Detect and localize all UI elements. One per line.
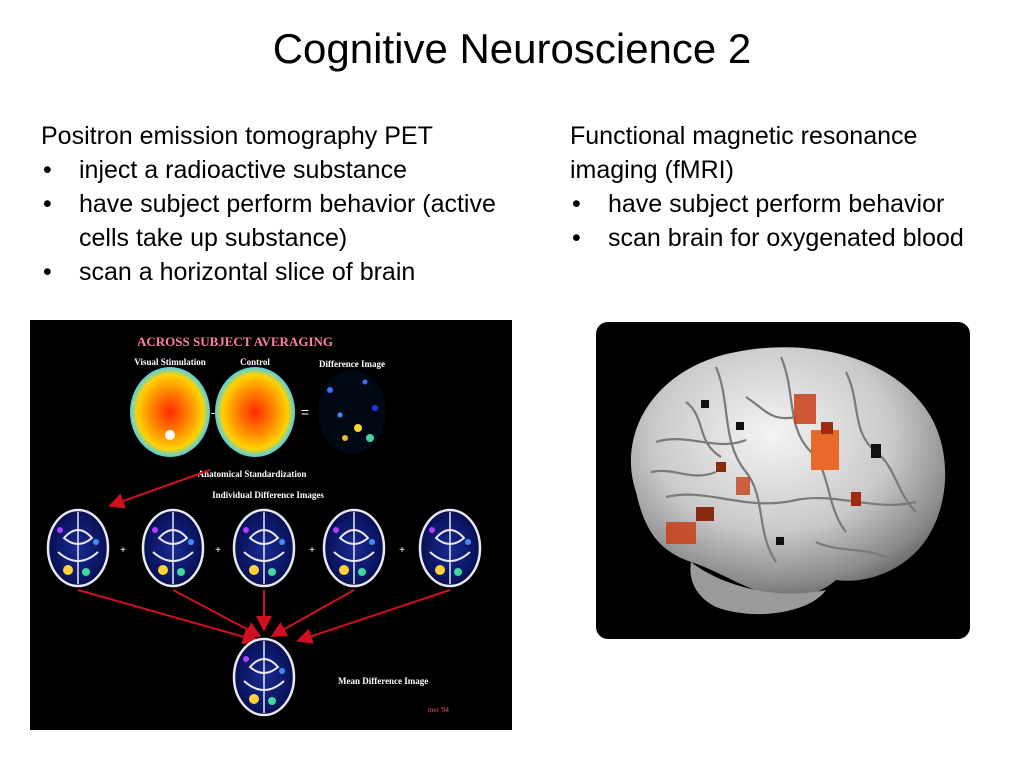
paired-image-subtraction-caption: Paired image subtraction: [413, 378, 513, 450]
visual-stimulation-label: Visual Stimulation: [134, 357, 205, 367]
fmri-activations: [666, 394, 861, 544]
dark-voxels: [701, 400, 881, 545]
slide-title: Cognitive Neuroscience 2: [272, 25, 752, 72]
fmri-bullet-list: • have subject perform behavior • scan bra…: [570, 187, 1010, 255]
brain-hemisphere: [630, 347, 946, 598]
individual-difference-scan: [232, 508, 296, 588]
minus-sign: -: [211, 404, 216, 420]
fmri-bullet-text: scan brain for oxygenated blood: [608, 224, 964, 252]
pet-bullet-item: • scan a horizontal slice of brain: [41, 255, 541, 289]
anatomical-standardization-label: Anatomical Standardization: [198, 469, 307, 479]
visual-stimulation-scan: [130, 367, 210, 457]
pet-heading: Positron emission tomography PET: [41, 122, 433, 150]
difference-scan: [318, 370, 386, 454]
individual-difference-scan: [322, 508, 386, 588]
pet-bullet-item: • inject a radioactive substance: [41, 153, 541, 187]
fmri-text-column: Functional magnetic resonance imaging (f…: [570, 119, 1010, 255]
pet-bullet-text: inject a radioactive substance: [79, 156, 407, 184]
mean-difference-image-label: Mean Difference Image: [338, 676, 428, 686]
caption-line: image: [413, 405, 457, 422]
red-arrow: [77, 589, 259, 645]
pet-averaging-figure: ACROSS SUBJECT AVERAGING Visual Stimulat…: [30, 320, 512, 730]
red-arrow: [108, 469, 211, 509]
individual-difference-scan: [46, 508, 110, 588]
bullet-marker: •: [43, 190, 52, 218]
individual-difference-scan: [418, 508, 482, 588]
fmri-heading: Functional magnetic resonance imaging (f…: [570, 122, 918, 184]
pet-bullet-list: • inject a radioactive substance • have su…: [41, 153, 541, 289]
control-scan: [215, 367, 295, 457]
pet-figure-header: ACROSS SUBJECT AVERAGING: [137, 334, 333, 349]
pet-bullet-text: have subject perform behavior (active ce…: [79, 190, 496, 252]
fmri-bullet-item: • scan brain for oxygenated blood: [570, 221, 1010, 255]
red-arrow: [172, 589, 262, 637]
pet-bullet-text: scan a horizontal slice of brain: [79, 258, 416, 286]
mean-difference-scan: [232, 637, 296, 717]
equals-sign: =: [301, 404, 309, 420]
figure-signature: mer '94: [428, 706, 449, 714]
fmri-bullet-item: • have subject perform behavior: [570, 187, 1010, 221]
red-arrow: [270, 589, 355, 637]
bullet-marker: •: [43, 258, 52, 286]
plus-sign: +: [399, 545, 405, 556]
control-label: Control: [240, 357, 270, 367]
individual-difference-scan: [141, 508, 205, 588]
caption-line: Paired: [413, 381, 460, 398]
plus-sign: +: [215, 545, 221, 556]
cerebellum: [690, 562, 826, 615]
individual-difference-images-label: Individual Difference Images: [212, 490, 324, 500]
bullet-marker: •: [572, 224, 581, 252]
plus-sign: +: [120, 545, 126, 556]
red-arrow: [296, 589, 451, 644]
plus-sign: +: [309, 545, 315, 556]
pet-bullet-item: • have subject perform behavior (active c…: [41, 187, 541, 255]
fmri-bullet-text: have subject perform behavior: [608, 190, 945, 218]
pet-figure-svg: ACROSS SUBJECT AVERAGING Visual Stimulat…: [46, 334, 482, 717]
pet-text-column: Positron emission tomography PET • inject…: [41, 119, 541, 289]
fmri-brain-image: [596, 322, 970, 639]
bullet-marker: •: [43, 156, 52, 184]
difference-image-label: Difference Image: [319, 359, 385, 369]
caption-line: subtraction: [413, 429, 492, 446]
bullet-marker: •: [572, 190, 581, 218]
fmri-brain-svg: [630, 347, 946, 615]
brain-sulci: [650, 356, 917, 563]
